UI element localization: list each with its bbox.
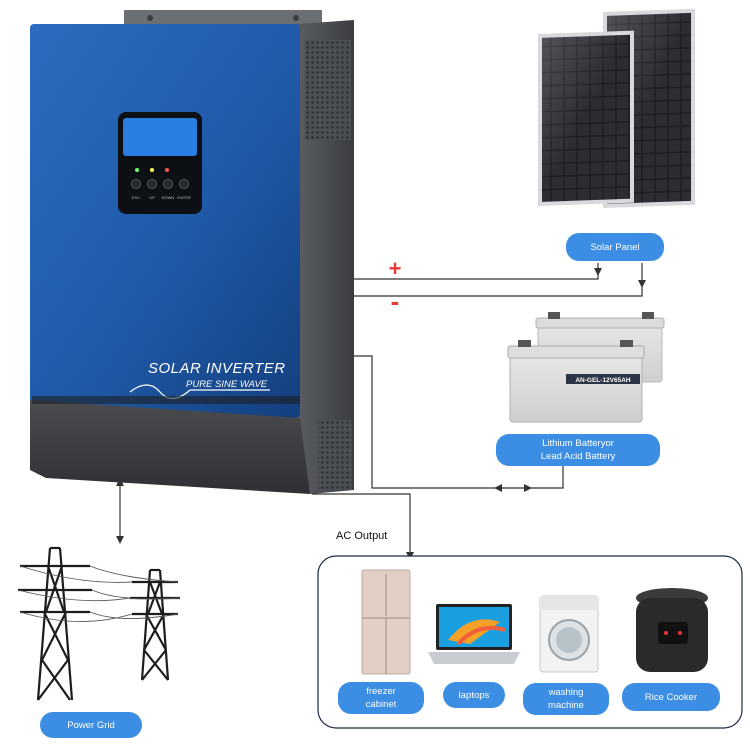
load-washing-machine: washing machine (523, 683, 609, 715)
connections (116, 263, 646, 560)
battery-node: Lithium Batteryor Lead Acid Battery (496, 434, 660, 466)
laptop-icon (428, 604, 520, 664)
tower-left (18, 546, 92, 701)
negative-terminal-mark: - (391, 286, 400, 316)
inverter-brand-title: SOLAR INVERTER (148, 360, 286, 377)
solar-panel-array (538, 8, 695, 208)
button-label-esc: ESC (132, 195, 140, 200)
transmission-wires (17, 565, 181, 622)
load-laptops-label: laptops (458, 689, 490, 701)
solar-panel-front (538, 30, 634, 206)
load-washing-line2: machine (548, 700, 584, 711)
battery-front (507, 340, 645, 423)
sine-wave-graphic (129, 384, 270, 400)
battery-label-line2: Lead Acid Battery (540, 451, 616, 462)
solar-negative-wire (354, 263, 643, 297)
ac-output-wire (312, 493, 411, 552)
load-rice-cooker-label: Rice Cooker (644, 691, 698, 703)
solar-panel-label: Solar Panel (590, 241, 640, 253)
mount-bracket (124, 10, 322, 26)
load-laptops: laptops (443, 682, 505, 708)
control-buttons (131, 179, 189, 189)
positive-terminal-mark: + (389, 256, 402, 281)
vent-bottom (318, 420, 352, 490)
vent-top (305, 40, 351, 140)
inverter-brand-subtitle: PURE SINE WAVE (186, 379, 268, 390)
rice-cooker-icon (636, 588, 708, 672)
battery-pack: AN-GEL-12V65AH (507, 312, 665, 423)
power-grid-node: Power Grid (40, 712, 142, 738)
battery-label-line1: Lithium Batteryor (542, 438, 614, 449)
freezer-icon (361, 569, 411, 675)
lcd-screen (123, 118, 197, 156)
battery-model-label: AN-GEL-12V65AH (575, 377, 631, 384)
indicator-leds (135, 168, 169, 172)
load-freezer-line1: freezer (366, 686, 396, 697)
battery-wire (354, 355, 564, 489)
load-freezer: freezer cabinet (338, 682, 424, 714)
button-label-down: DOWN (162, 195, 175, 200)
washing-machine-icon (539, 595, 599, 673)
power-grid-towers (17, 546, 181, 701)
tower-right (130, 568, 180, 681)
inverter-base (30, 400, 310, 494)
solar-panel-node: Solar Panel (566, 233, 664, 261)
ac-output-label: AC Output (336, 530, 388, 542)
button-label-up: UP (149, 195, 155, 200)
inverter-unit: ESC UP DOWN ENTER SOLAR INVERTER PURE SI… (30, 10, 354, 494)
load-washing-line1: washing (548, 687, 584, 698)
load-freezer-line2: cabinet (365, 699, 397, 710)
power-grid-label: Power Grid (67, 719, 115, 731)
button-label-enter: ENTER (177, 195, 191, 200)
load-rice-cooker: Rice Cooker (622, 683, 720, 711)
inverter-front-panel (30, 24, 300, 418)
